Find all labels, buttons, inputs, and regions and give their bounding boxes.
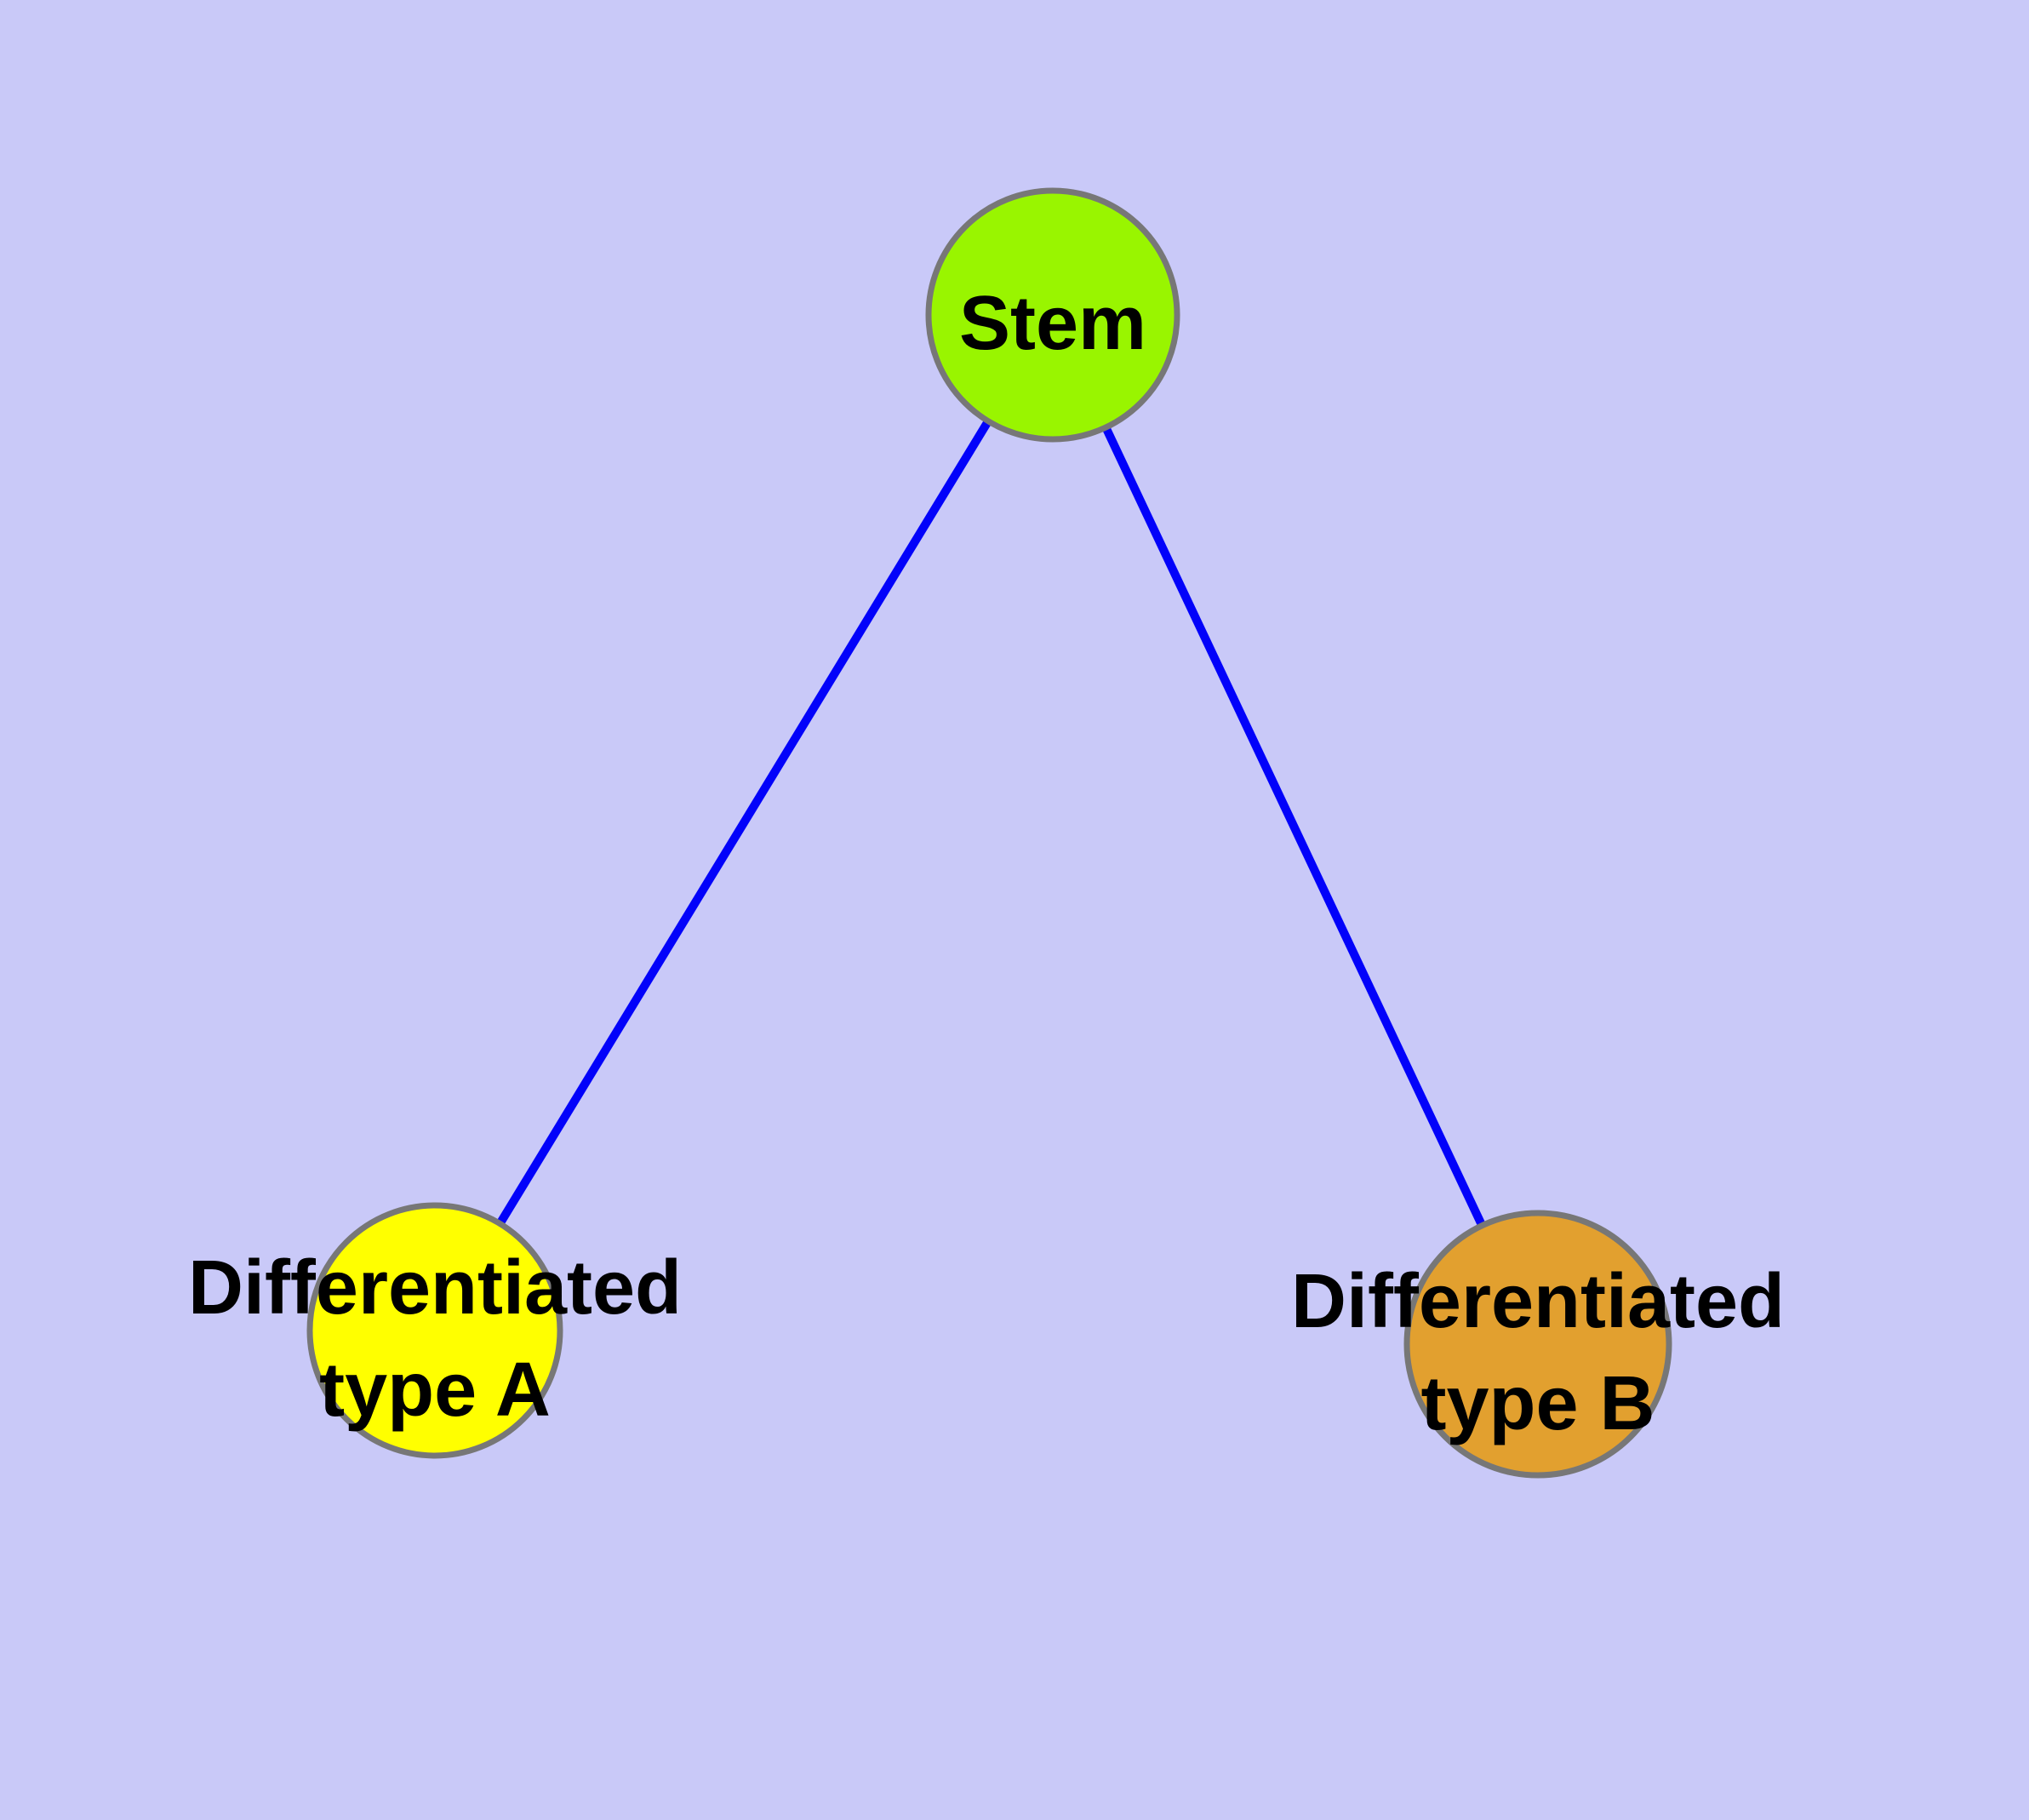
node-stem-label: Stem bbox=[959, 281, 1146, 366]
node-type-b-label-line1: Differentiated bbox=[1291, 1259, 1785, 1344]
edge-stem-to-type-a bbox=[431, 312, 1057, 1333]
node-type-a-label-line1: Differentiated bbox=[188, 1245, 682, 1331]
node-differentiated-type-a bbox=[306, 1202, 563, 1459]
node-type-a-label-line2: type A bbox=[319, 1348, 551, 1433]
node-differentiated-type-b bbox=[1403, 1210, 1672, 1479]
node-stem bbox=[925, 187, 1180, 443]
node-type-b-label-line2: type B bbox=[1420, 1361, 1655, 1446]
edge-stem-to-type-b bbox=[1049, 312, 1542, 1347]
